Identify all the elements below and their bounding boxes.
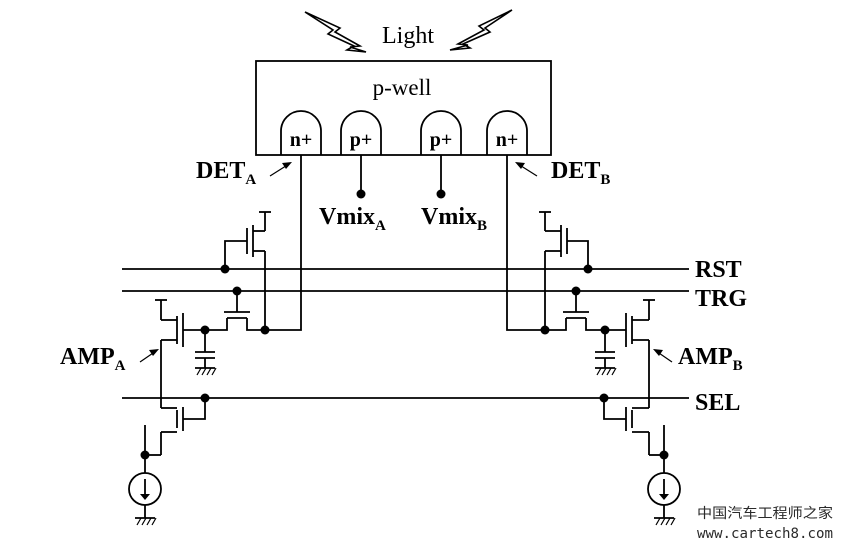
vmix-a-node bbox=[356, 189, 366, 199]
n-plus-left-implant bbox=[280, 110, 322, 155]
light-label: Light bbox=[382, 23, 434, 49]
trg-label: TRG bbox=[695, 286, 747, 312]
watermark-url: www.cartech8.com bbox=[697, 526, 833, 542]
amp-b-label: AMPB bbox=[678, 344, 743, 374]
amp-b-arrowhead bbox=[653, 349, 663, 356]
lightning-bolt-left-icon bbox=[304, 11, 367, 53]
vmix-b-node bbox=[436, 189, 446, 199]
n-plus-right-implant bbox=[486, 110, 528, 155]
vmix-b-label: VmixB bbox=[421, 204, 487, 234]
det-a-label: DETA bbox=[196, 158, 256, 188]
right-pixel-circuit bbox=[506, 155, 681, 526]
n-plus-right-label: n+ bbox=[496, 129, 519, 151]
sel-label: SEL bbox=[695, 390, 740, 416]
det-b-arrowhead bbox=[515, 162, 525, 169]
det-a-arrowhead bbox=[282, 162, 292, 169]
left-pixel-circuit bbox=[128, 155, 302, 526]
p-well-label: p-well bbox=[373, 75, 432, 100]
p-plus-right-implant bbox=[420, 110, 462, 155]
lightning-bolt-right-icon bbox=[449, 9, 513, 51]
p-plus-left-label: p+ bbox=[350, 129, 373, 151]
vmix-a-label: VmixA bbox=[319, 204, 386, 234]
amp-a-label: AMPA bbox=[60, 344, 126, 374]
watermark-title: 中国汽车工程师之家 bbox=[697, 505, 833, 522]
det-b-label: DETB bbox=[551, 158, 610, 188]
p-well-box bbox=[255, 60, 552, 156]
rst-label: RST bbox=[695, 257, 742, 283]
p-plus-right-label: p+ bbox=[430, 129, 453, 151]
n-plus-left-label: n+ bbox=[290, 129, 313, 151]
amp-a-arrowhead bbox=[149, 349, 159, 356]
p-plus-left-implant bbox=[340, 110, 382, 155]
